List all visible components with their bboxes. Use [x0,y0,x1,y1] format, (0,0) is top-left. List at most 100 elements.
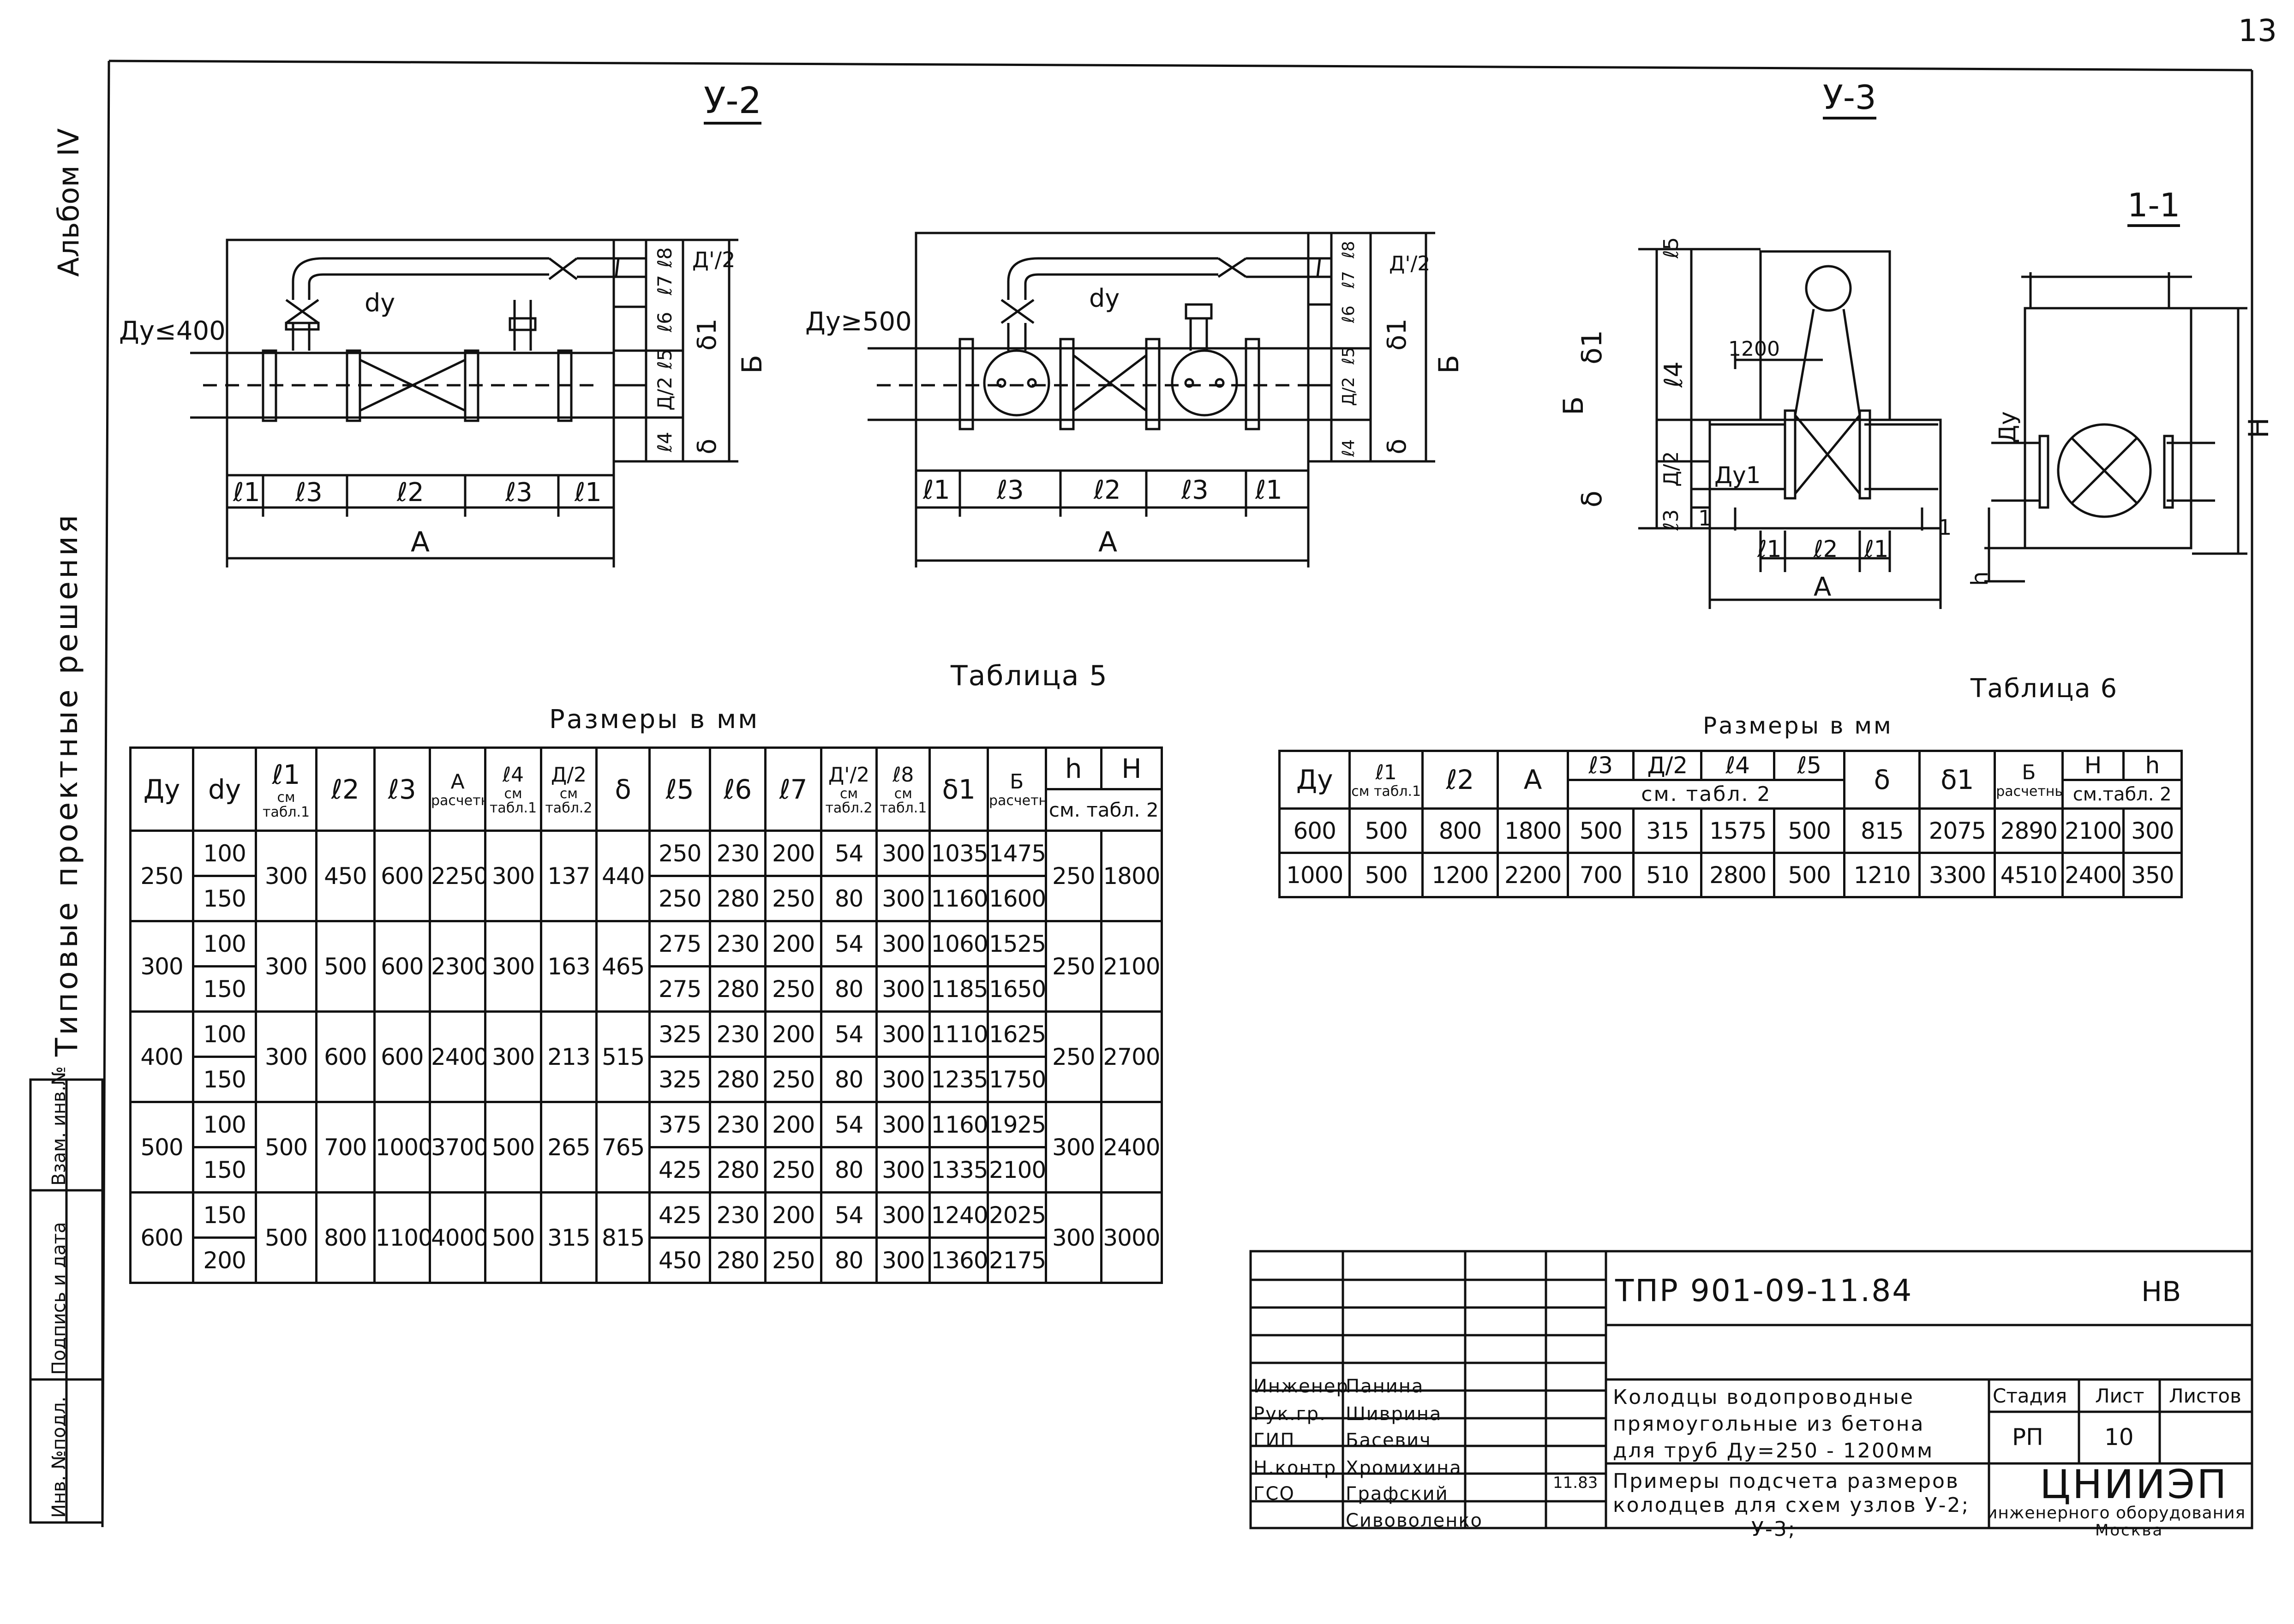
title-product-line3: для труб Ду=250 - 1200мм [1613,1439,1934,1463]
cell-B: 1475 [986,830,1047,877]
table6-header-hH-sub: см.табл. 2 [2061,779,2183,810]
u2-right-dhalf2: Д/2 [1339,376,1358,406]
cell-B: 2890 [1994,807,2064,854]
cell-dd2: 80 [820,1056,878,1103]
table5-header-A-main: А [450,770,465,794]
cell-l8: 300 [875,1056,931,1103]
u3-dim-A: А [1814,572,1832,602]
u2-left-geometry [190,239,738,567]
cell-l7: 250 [764,965,822,1013]
cell-A: 2400 [428,1010,487,1103]
cell-dd2: 54 [820,920,878,967]
u2-right-dim-l3a: ℓ3 [997,475,1024,505]
table6-header-l4: ℓ4 [1700,750,1776,781]
cell-B: 2025 [986,1191,1047,1239]
cell-l8: 300 [875,830,931,877]
cell-H: 2100 [1100,920,1163,1013]
cell-du: 250 [129,830,195,922]
cell-delta: 1210 [1843,852,1921,898]
cell-h: 250 [1044,920,1102,1013]
u2-left-dhalf2: Д/2 [653,376,676,411]
u2-right-l5: ℓ5 [1339,347,1358,364]
cell-l5: 425 [648,1146,712,1194]
table5-header-l8-main: ℓ8 [892,763,914,787]
table5-header-d2-sub: см табл.2 [545,785,593,816]
table5-header-l4-sub: см табл.1 [489,785,537,816]
u2-right-delta: δ [1382,438,1412,454]
cell-l1: 500 [1348,852,1424,898]
table6-header-h: h [2122,750,2183,781]
table6-header-row2: см. табл. 2 см.табл. 2 [1280,779,2183,810]
table5-header-l5: ℓ5 [648,746,712,832]
sign-role: Н.контр [1253,1457,1337,1479]
cell-l3: 1100 [373,1191,431,1284]
cell-l2: 1200 [1421,852,1499,898]
table6-header-l3: ℓ3 [1567,750,1635,781]
table6-header-B-sub: расчетный [1996,783,2060,800]
album-label: Альбом IV [52,128,85,277]
cell-dy: 150 [192,1056,258,1103]
cell-delta: 515 [595,1010,651,1103]
cell-h: 300 [1044,1191,1102,1284]
table6-units: Размеры в мм [1703,712,1893,739]
cell-delta1: 1110 [928,1010,989,1058]
series-title: Типовые проектные решения [49,512,84,1057]
u3-l4: ℓ4 [1659,361,1688,388]
u3-cut-right: 1 [1938,515,1952,540]
u3-cut-left: 1 [1698,506,1712,531]
cell-A: 2300 [428,920,487,1013]
u2-left-l6: ℓ6 [653,311,676,332]
cell-l5: 325 [648,1056,712,1103]
cell-du: 500 [129,1101,195,1194]
cell-dy: 150 [192,965,258,1013]
cell-l8: 300 [875,875,931,922]
u2-left-dim-l3b: ℓ3 [505,478,533,508]
cell-dd2: 80 [820,1146,878,1194]
cell-B: 1525 [986,920,1047,967]
table6-header-l2: ℓ2 [1421,750,1499,810]
u3-dim-l1a: ℓ1 [1757,536,1782,562]
title-sheet-line1: Примеры подсчета размеров [1613,1469,1959,1493]
page-number: 13 [2238,13,2277,48]
cell-l8: 300 [875,1236,931,1284]
u3-l3: ℓ3 [1659,509,1683,531]
org-name: ЦНИИЭП [2040,1462,2228,1508]
table5-header-l2: ℓ2 [315,746,376,832]
cell-l7: 250 [764,1146,822,1194]
sheet-value: 10 [2104,1424,2134,1451]
org-subtitle: инженерного оборудования [1987,1504,2246,1522]
table6-header-delta1: δ1 [1918,750,1996,810]
table5-header-h: h [1044,746,1102,790]
u3-l5: ℓ5 [1659,237,1683,258]
cell-d2: 163 [539,920,598,1013]
sign-role: Инженер [1253,1376,1349,1397]
cell-l5: 500 [1773,852,1846,898]
sign-role: ГИП [1253,1430,1295,1451]
cell-delta: 815 [1843,807,1921,854]
u2-title: У-2 [704,83,762,125]
u2-left-delta1: δ1 [692,318,722,351]
cell-l5: 325 [648,1010,712,1058]
cell-A: 4000 [428,1191,487,1284]
cell-l6: 230 [709,920,767,967]
cell-delta: 815 [595,1191,651,1284]
cell-delta1: 2075 [1918,807,1996,854]
cell-l2: 600 [315,1010,376,1103]
cell-l4: 300 [484,920,542,1013]
title-product-line1: Колодцы водопроводные [1613,1385,1914,1409]
u2-right-dim-A: А [1098,526,1118,558]
u2-left-dim-l1b: ℓ1 [575,478,602,508]
sign-name: Шиврина [1346,1403,1442,1425]
cell-A: 3700 [428,1101,487,1194]
u3-title: У-3 [1823,81,1876,119]
cell-delta1: 1240 [928,1191,989,1239]
table5-header-l4-main: ℓ4 [502,763,524,787]
u2-left-l8: ℓ8 [653,247,676,268]
